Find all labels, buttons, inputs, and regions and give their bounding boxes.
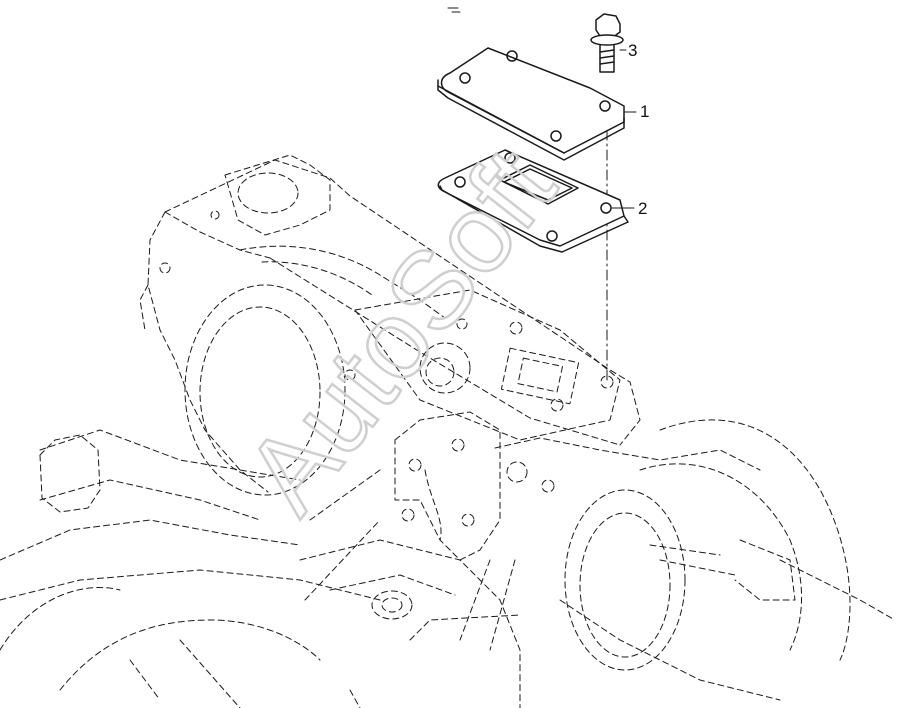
cover-plate-icon	[437, 47, 625, 161]
hex-flange-bolt-icon	[590, 13, 624, 73]
gasket-icon	[437, 149, 629, 253]
top-mark	[447, 7, 461, 13]
axle-housing	[0, 154, 896, 708]
callout-label-3: 3	[628, 41, 638, 60]
callout-label-1: 1	[640, 102, 650, 121]
callout-label-2: 2	[638, 199, 648, 218]
